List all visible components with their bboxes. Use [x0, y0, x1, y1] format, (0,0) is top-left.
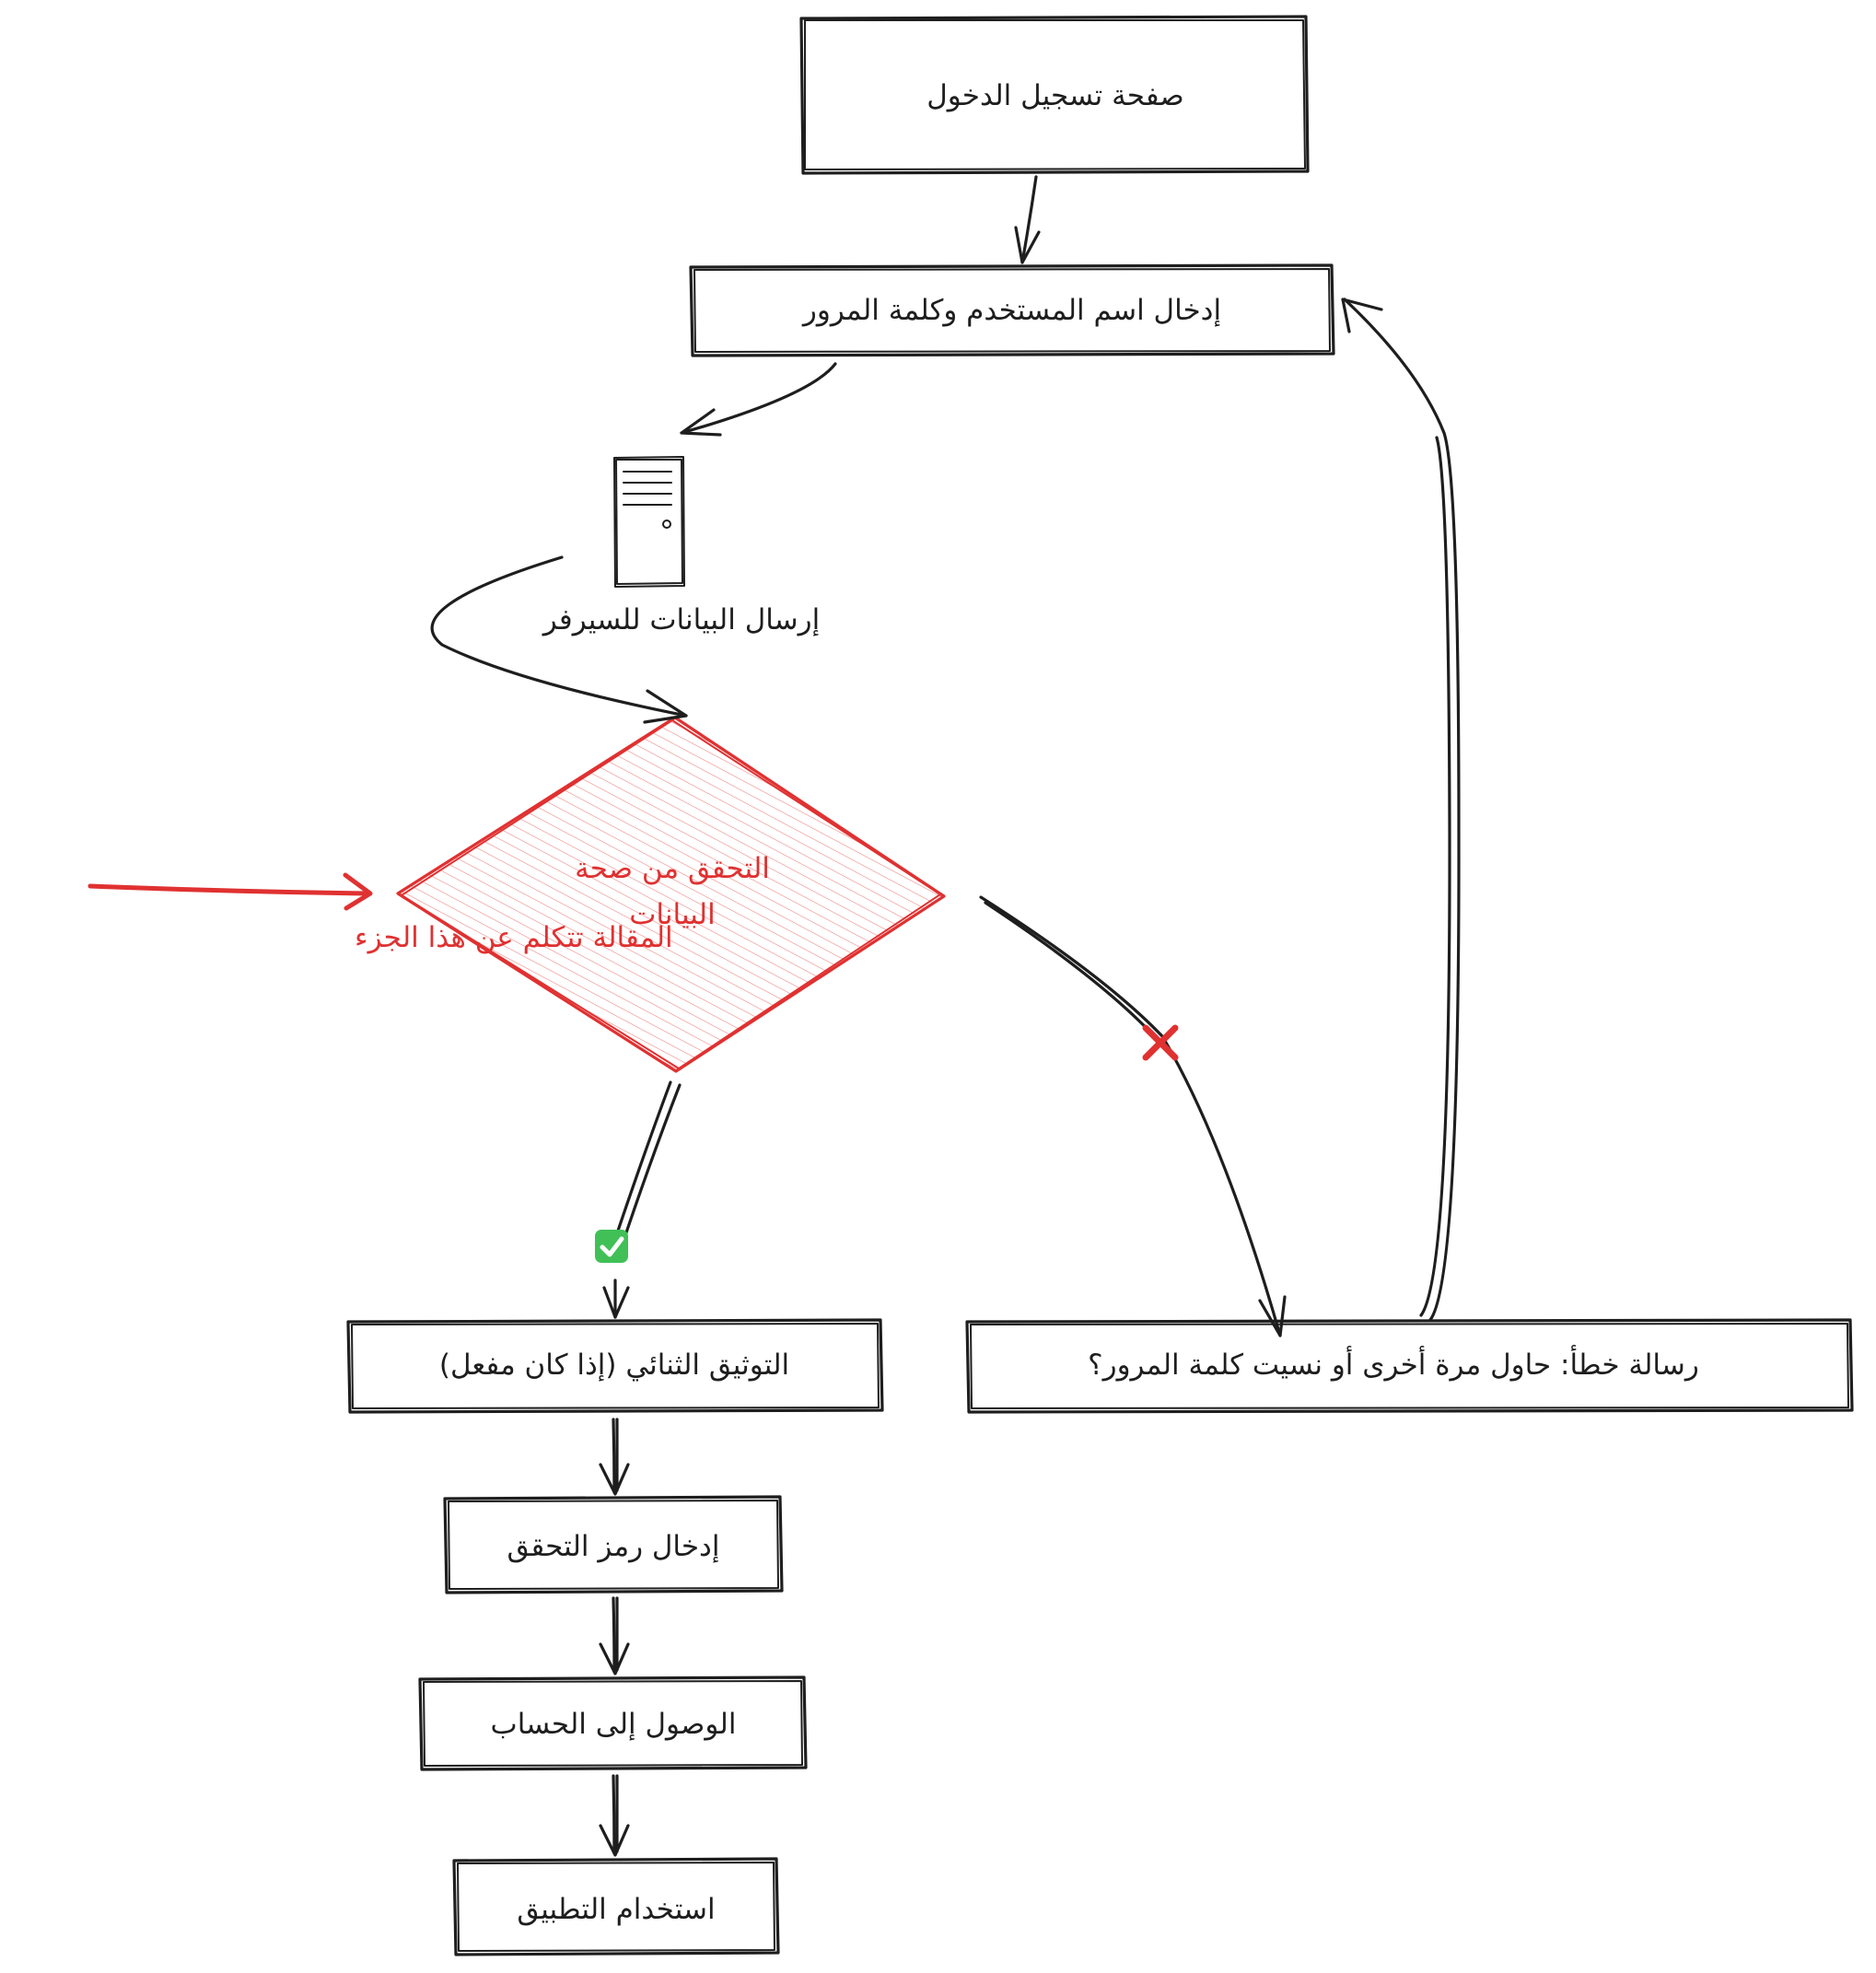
validate-data-diamond: التحقق من صحة البيانات: [396, 716, 946, 1073]
access-account-label: الوصول إلى الحساب: [491, 1708, 737, 1741]
check-mark-icon: [595, 1230, 628, 1263]
enter-code-box: إدخال رمز التحقق: [443, 1495, 784, 1594]
login-page-box: صفحة تسجيل الدخول: [799, 15, 1310, 175]
enter-credentials-label: إدخال اسم المستخدم وكلمة المرور: [801, 294, 1221, 327]
arrow-access-to-use-app: [599, 1774, 630, 1857]
arrow-two-factor-to-code: [599, 1418, 630, 1496]
server-tower-icon: [613, 456, 685, 588]
cross-mark-icon: [1142, 1024, 1179, 1061]
send-to-server-label: إرسال البيانات للسيرفر: [542, 603, 820, 636]
validate-data-label-line2: البيانات: [629, 898, 715, 931]
error-message-label: رسالة خطأ: حاول مرة أخرى أو نسيت كلمة ال…: [1088, 1345, 1699, 1382]
arrow-code-to-access: [599, 1596, 630, 1675]
validate-data-label-line1: التحقق من صحة: [575, 852, 770, 885]
arrow-error-to-credentials: [1341, 298, 1461, 1322]
error-message-box: رسالة خطأ: حاول مرة أخرى أو نسيت كلمة ال…: [965, 1318, 1854, 1414]
arrow-login-to-credentials: [1014, 175, 1041, 264]
use-app-label: استخدام التطبيق: [517, 1893, 715, 1926]
two-factor-label: التوثيق الثنائي (إذا كان مفعل): [439, 1348, 789, 1382]
arrow-diamond-to-error: [979, 895, 1287, 1337]
arrow-credentials-to-server: [680, 362, 837, 437]
use-app-box: استخدام التطبيق: [452, 1857, 780, 1956]
enter-code-label: إدخال رمز التحقق: [507, 1530, 720, 1563]
access-account-box: الوصول إلى الحساب: [418, 1675, 808, 1771]
annotation-text: المقالة تتكلم عن هذا الجزء: [355, 921, 673, 954]
two-factor-box: التوثيق الثنائي (إذا كان مفعل): [346, 1318, 884, 1414]
annotation-arrow: [87, 872, 373, 911]
arrow-server-to-diamond: [430, 555, 688, 724]
login-page-label: صفحة تسجيل الدخول: [926, 79, 1184, 112]
enter-credentials-box: إدخال اسم المستخدم وكلمة المرور: [689, 263, 1335, 357]
arrow-diamond-to-two-factor: [602, 1080, 682, 1319]
